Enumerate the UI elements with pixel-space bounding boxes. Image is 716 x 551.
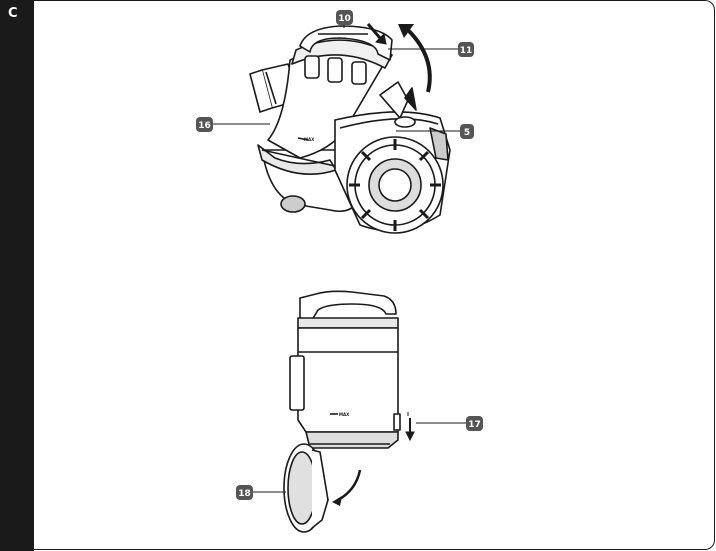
figure-panel bbox=[34, 0, 715, 550]
press-arrow bbox=[366, 23, 387, 45]
callout-5: 5 bbox=[396, 124, 474, 139]
callout-11: 11 bbox=[388, 42, 474, 57]
tilt-arrow bbox=[398, 24, 432, 93]
svg-text:18: 18 bbox=[238, 489, 251, 499]
max-level-mark-top: MAX bbox=[304, 137, 314, 142]
callout-10: 10 bbox=[336, 10, 353, 28]
svg-text:17: 17 bbox=[468, 420, 481, 430]
dust-container-drawing bbox=[283, 290, 401, 533]
svg-text:5: 5 bbox=[464, 128, 470, 138]
callout-16: 16 bbox=[196, 117, 270, 132]
svg-text:11: 11 bbox=[460, 46, 473, 56]
latch-arrow bbox=[405, 412, 415, 442]
svg-text:16: 16 bbox=[198, 121, 211, 131]
lid-open-arrow bbox=[332, 469, 362, 506]
svg-text:10: 10 bbox=[338, 14, 351, 24]
section-letter: C bbox=[8, 6, 18, 21]
max-level-mark-bottom: MAX bbox=[339, 412, 349, 417]
callout-17: 17 bbox=[416, 416, 483, 431]
callout-18: 18 bbox=[236, 485, 286, 500]
section-tab: C bbox=[0, 0, 34, 551]
vacuum-body-drawing bbox=[249, 25, 451, 234]
